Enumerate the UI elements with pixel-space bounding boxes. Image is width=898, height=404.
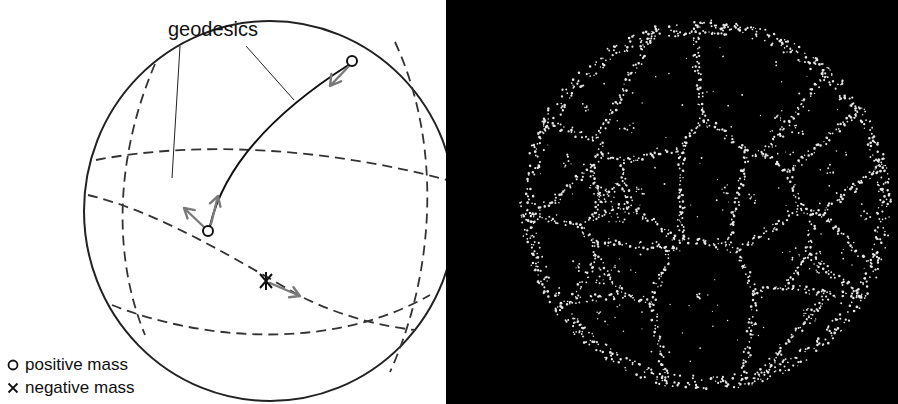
positive-mass-symbol xyxy=(9,361,18,370)
positive-mass xyxy=(347,56,357,66)
legend-text: positive mass xyxy=(25,356,128,375)
dashed-geodesic xyxy=(123,64,155,335)
negative-mass-symbol xyxy=(9,384,18,393)
legend-text: negative mass xyxy=(25,379,135,398)
sphere-outline xyxy=(84,21,456,401)
dashed-geodesic xyxy=(96,149,455,182)
leader-line xyxy=(246,46,294,100)
motion-arrow xyxy=(184,208,205,228)
motion-arrow xyxy=(210,196,220,224)
callout-label: geodesics xyxy=(168,18,258,40)
legend-row: positive mass xyxy=(6,356,128,375)
particle-field xyxy=(519,19,892,390)
motion-arrow xyxy=(270,283,300,297)
motion-arrows xyxy=(184,66,349,297)
particles xyxy=(519,19,892,390)
positive-mass xyxy=(203,226,213,236)
simulation-panel xyxy=(446,0,898,404)
legend-row: negative mass xyxy=(6,379,135,398)
dashed-geodesic xyxy=(88,195,415,330)
leader-line xyxy=(172,46,180,178)
motion-arrow xyxy=(330,66,349,86)
solid-geodesic xyxy=(210,64,350,226)
negative-mass xyxy=(260,272,272,290)
legend-symbol xyxy=(6,381,20,395)
legend-symbol xyxy=(6,358,20,372)
dashed-geodesic xyxy=(112,295,430,335)
dashed-geodesics xyxy=(88,42,455,372)
dashed-geodesic xyxy=(390,42,427,372)
